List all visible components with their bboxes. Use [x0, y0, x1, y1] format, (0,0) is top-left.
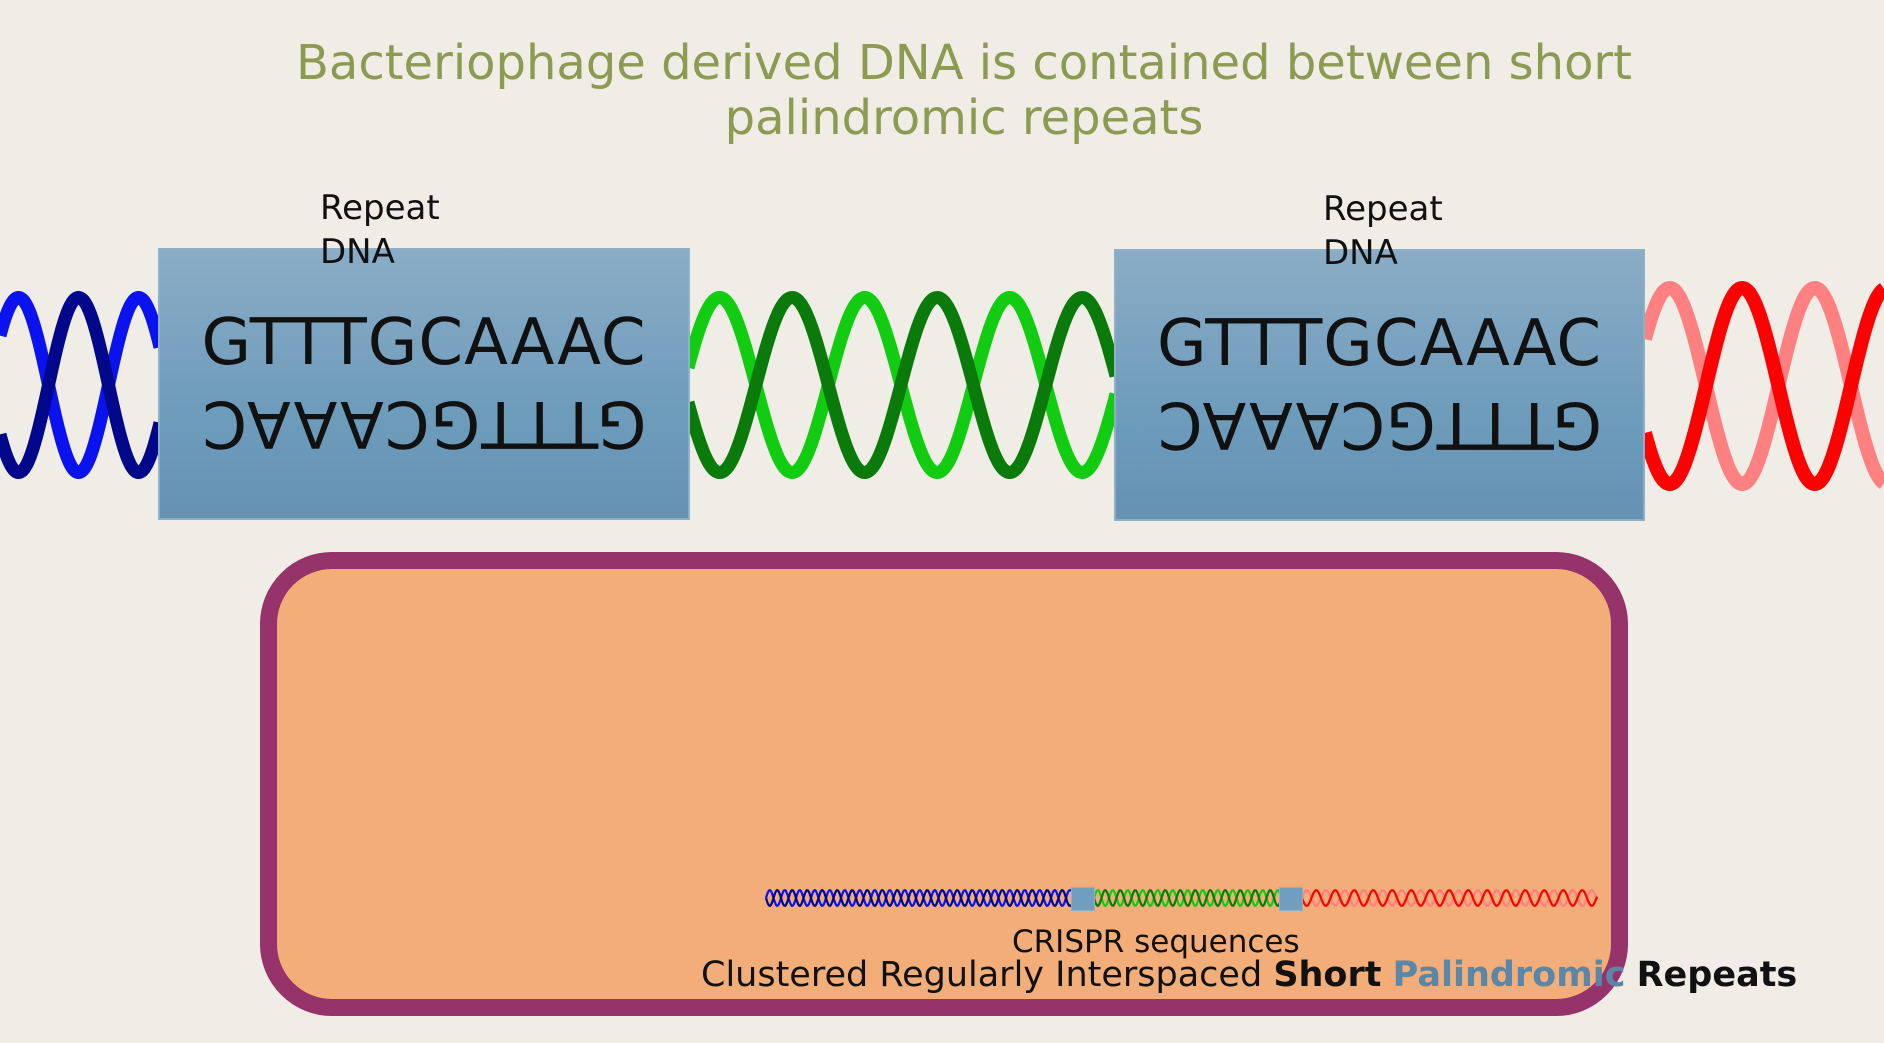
crispr-acronym: Clustered Regularly Interspaced Short Pa…	[701, 955, 1797, 995]
mini-blue-helix-strand-b	[764, 888, 1072, 908]
repeat-1-top-strand: GTTTGCAAAC	[201, 306, 647, 380]
repeat-dna-box-2: GTTTGCAAAC GTTTGCAAAC	[1114, 249, 1645, 521]
repeat-2-top-strand: GTTTGCAAAC	[1156, 307, 1603, 381]
repeat-2-bottom-strand: GTTTGCAAAC	[1156, 387, 1603, 461]
mini-green-helix-strand-a	[1092, 888, 1284, 908]
green-dna-helix	[681, 290, 1123, 480]
mini-green-helix	[1092, 888, 1284, 908]
mini-repeat-box-2	[1279, 887, 1303, 911]
repeat-2-label-line-2: DNA	[1323, 233, 1398, 273]
mini-red-helix-strand-b	[1300, 888, 1599, 908]
acronym-part-1: Clustered Regularly Interspaced	[701, 955, 1274, 995]
red-helix-strand-a	[1638, 280, 1884, 492]
red-helix-strand-b	[1638, 280, 1884, 492]
repeat-1-bottom-strand: GTTTGCAAAC	[201, 386, 647, 460]
slide-title-line-1: Bacteriophage derived DNA is contained b…	[296, 35, 1632, 91]
repeat-1-label: Repeat DNA	[320, 186, 440, 274]
mini-repeat-box-1	[1071, 887, 1095, 911]
blue-helix-strand-b	[0, 291, 167, 479]
repeat-2-label-line-1: Repeat	[1323, 189, 1443, 229]
acronym-palindromic: Palindromic	[1392, 955, 1626, 995]
acronym-short: Short	[1273, 955, 1382, 995]
repeat-1-label-line-2: DNA	[320, 232, 395, 272]
slide-title-line-2: palindromic repeats	[724, 90, 1204, 146]
repeat-1-label-line-1: Repeat	[320, 188, 440, 228]
acronym-repeats: Repeats	[1636, 955, 1798, 995]
mini-blue-helix-strand-a	[764, 888, 1072, 908]
red-dna-helix	[1638, 280, 1884, 492]
slide-title: Bacteriophage derived DNA is contained b…	[0, 36, 1884, 146]
mini-red-helix	[1300, 888, 1599, 908]
mini-blue-helix	[764, 888, 1072, 908]
mini-red-helix-strand-a	[1300, 888, 1599, 908]
repeat-dna-box-1: GTTTGCAAAC GTTTGCAAAC	[158, 248, 690, 520]
crispr-sequences-label: CRISPR sequences	[1012, 924, 1300, 960]
green-helix-strand-b	[681, 290, 1123, 479]
repeat-2-label: Repeat DNA	[1323, 187, 1443, 275]
blue-dna-helix	[0, 291, 167, 479]
mini-green-helix-strand-b	[1092, 888, 1284, 908]
bacterial-cell	[260, 552, 1628, 1016]
blue-helix-strand-a	[0, 291, 167, 479]
